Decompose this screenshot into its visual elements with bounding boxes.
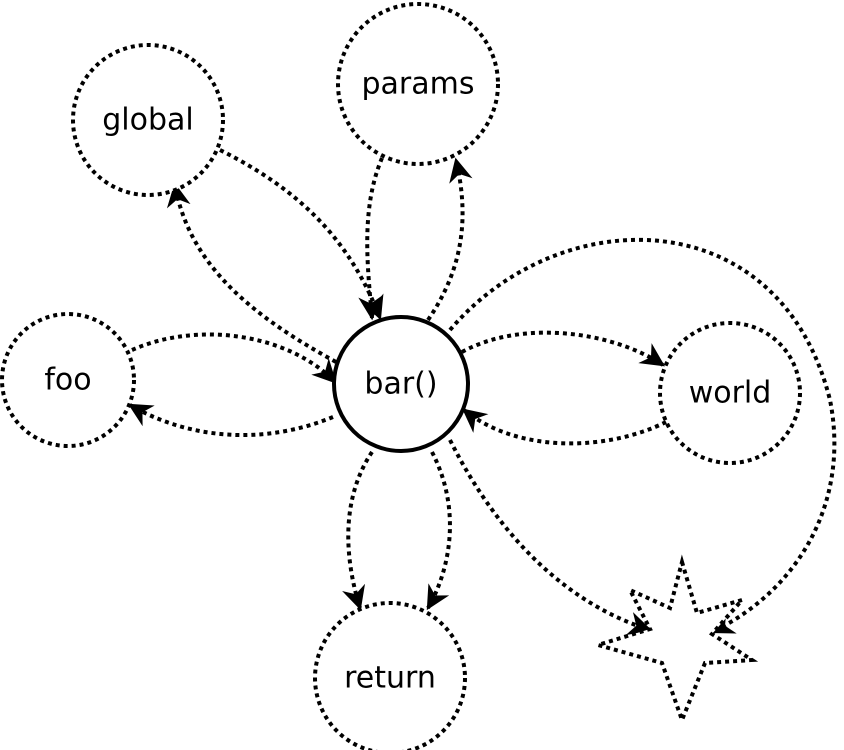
node-return-label: return [344,661,436,696]
edge-bar-to-return-left [342,450,374,611]
node-foo[interactable]: foo [0,312,136,448]
edge-foo-to-bar [131,332,337,384]
node-global[interactable]: global [71,43,225,197]
edge-bar-to-params [426,157,473,322]
node-bar-label: bar() [364,367,437,402]
node-bar[interactable]: bar() [332,315,470,453]
edge-params-to-bar [358,157,384,321]
edge-bar-to-global [166,182,337,364]
node-params-label: params [362,67,475,102]
edge-bar-to-foo [127,403,334,437]
node-foo-label: foo [44,363,91,398]
edge-bar-to-star-inner [448,439,653,635]
edges [127,148,837,635]
node-world[interactable]: world [658,321,802,465]
star-icon [590,554,759,726]
edge-global-to-bar [219,148,384,321]
node-params[interactable]: params [336,2,500,166]
star-terminator[interactable] [590,554,759,726]
edge-bar-to-return-right [426,451,452,611]
edge-world-to-bar [462,408,667,446]
node-global-label: global [102,103,194,138]
nodes: global params foo bar() world return [0,2,802,750]
edge-bar-to-world [461,330,666,367]
node-return[interactable]: return [313,601,467,750]
node-world-label: world [689,376,772,411]
